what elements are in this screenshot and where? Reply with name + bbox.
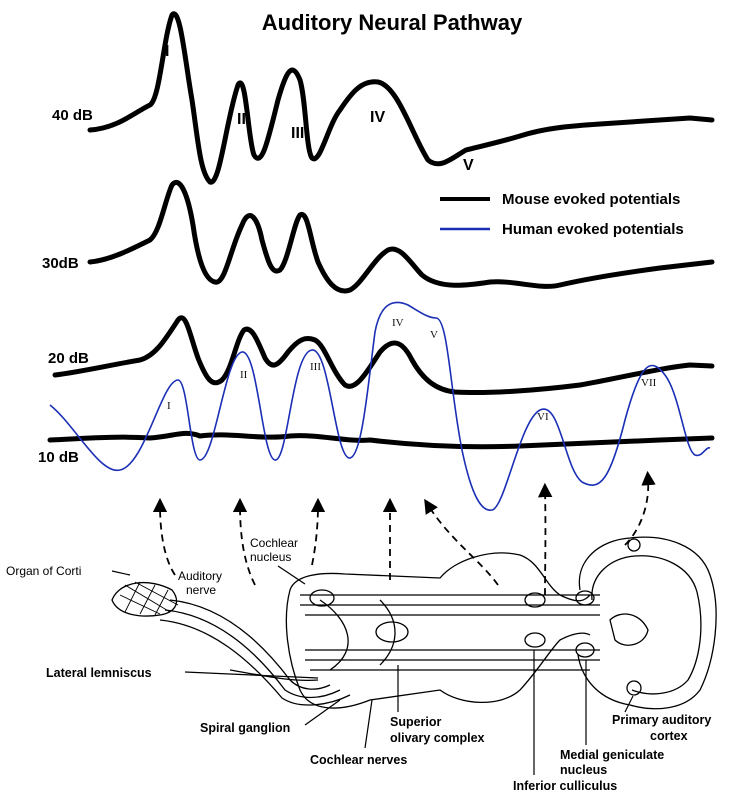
mgn-shape-lower (575, 642, 595, 658)
arrow-to-peak-v (424, 498, 499, 586)
human-peak-vi: VI (537, 411, 549, 423)
figure-title: Auditory Neural Pathway (262, 10, 523, 35)
label-superior-olivary-2: olivary complex (390, 731, 485, 745)
primary-auditory-cortex-shape (626, 680, 642, 696)
label-cochlear-nucleus-1: Cochlear (250, 536, 298, 550)
label-40db: 40 dB (52, 107, 93, 124)
human-peak-v: V (430, 329, 438, 341)
label-10db: 10 dB (38, 449, 79, 466)
tract-crossing-1 (319, 599, 349, 671)
label-20db: 20 dB (48, 350, 89, 367)
arrow-to-peak-iii (310, 497, 326, 566)
cortex-inner (591, 555, 702, 695)
auditory-nerve-2 (164, 609, 341, 699)
human-peak-iii: III (310, 361, 321, 373)
arrow-to-peak-vii (624, 470, 656, 546)
label-30db: 30dB (42, 255, 79, 272)
lateral-lemniscus-tract (229, 669, 319, 681)
label-auditory-nerve-2: nerve (186, 583, 216, 597)
label-auditory-nerve-1: Auditory (178, 569, 222, 583)
superior-olivary-shape (375, 621, 409, 643)
auditory-nerve (169, 599, 331, 690)
human-peak-labels: I II III IV V VI VII (167, 317, 657, 423)
legend: Mouse evoked potentials Human evoked pot… (440, 191, 684, 238)
intensity-labels: 40 dB 30dB 20 dB 10 dB (38, 107, 93, 466)
mouse-peak-v: V (463, 157, 474, 174)
arrow-to-peak-ii (232, 497, 256, 586)
leader-cochlear-nerves (364, 699, 373, 749)
mouse-trace-20db (52, 315, 715, 396)
label-medial-geniculate-2: nucleus (560, 763, 607, 777)
label-cochlear-nerves: Cochlear nerves (310, 753, 407, 767)
mouse-trace-40db (87, 11, 715, 185)
tract-upper (300, 594, 600, 616)
arrow-to-peak-i (152, 497, 176, 576)
mouse-trace-10db (47, 430, 715, 450)
auditory-cortex-upper (627, 538, 641, 552)
inferior-colliculus-shape-upper (524, 592, 546, 608)
mouse-trace-30db (87, 180, 715, 294)
leader-primary-auditory (624, 695, 634, 713)
label-spiral-ganglion: Spiral ganglion (200, 721, 290, 735)
brainstem-drawing (111, 536, 717, 710)
mouse-peak-ii: II (237, 111, 246, 128)
ventricle (609, 613, 649, 646)
label-medial-geniculate-1: Medial geniculate (560, 748, 664, 762)
pathway-arrows (152, 470, 656, 596)
human-trace (49, 301, 711, 511)
anatomy-labels: Organ of Corti Auditory nerve Cochlear n… (6, 536, 711, 793)
cochlear-nucleus-shape (309, 589, 335, 607)
mouse-traces (47, 11, 715, 450)
tract-crossing-2 (379, 599, 396, 666)
label-organ-of-corti: Organ of Corti (6, 564, 81, 578)
label-primary-auditory-1: Primary auditory (612, 713, 711, 727)
brainstem-upper-outline (289, 552, 591, 602)
mouse-peak-i: I (165, 43, 169, 60)
label-cochlear-nucleus-2: nucleus (250, 550, 291, 564)
human-peak-i: I (167, 400, 171, 412)
inferior-colliculus-shape-lower (524, 632, 546, 648)
brainstem-lower-outline (285, 589, 591, 709)
cortex-outline (577, 536, 717, 710)
human-peak-ii: II (240, 369, 248, 381)
mouse-peak-labels: I II III IV V (165, 43, 474, 174)
leader-cochlear-nucleus (277, 565, 306, 585)
legend-label-human: Human evoked potentials (502, 221, 684, 238)
cochlea (111, 581, 178, 617)
label-leaders (111, 565, 634, 775)
human-peak-vii: VII (641, 377, 657, 389)
mouse-peak-iii: III (291, 125, 304, 142)
leader-spiral-ganglion (304, 699, 341, 726)
human-peak-iv: IV (392, 317, 404, 329)
cochlea-hatching (119, 581, 179, 616)
label-lateral-lemniscus: Lateral lemniscus (46, 666, 152, 680)
legend-label-mouse: Mouse evoked potentials (502, 191, 680, 208)
leader-organ-of-corti (111, 570, 131, 576)
label-primary-auditory-2: cortex (650, 729, 688, 743)
label-inferior-colliculus: Inferior culliculus (513, 779, 617, 793)
leader-lateral-lemniscus (184, 671, 319, 679)
mgn-shape-upper (575, 590, 595, 606)
auditory-nerve-3 (159, 619, 351, 706)
tract-lower (305, 649, 600, 671)
mouse-peak-iv: IV (370, 109, 385, 126)
label-superior-olivary-1: Superior (390, 715, 442, 729)
